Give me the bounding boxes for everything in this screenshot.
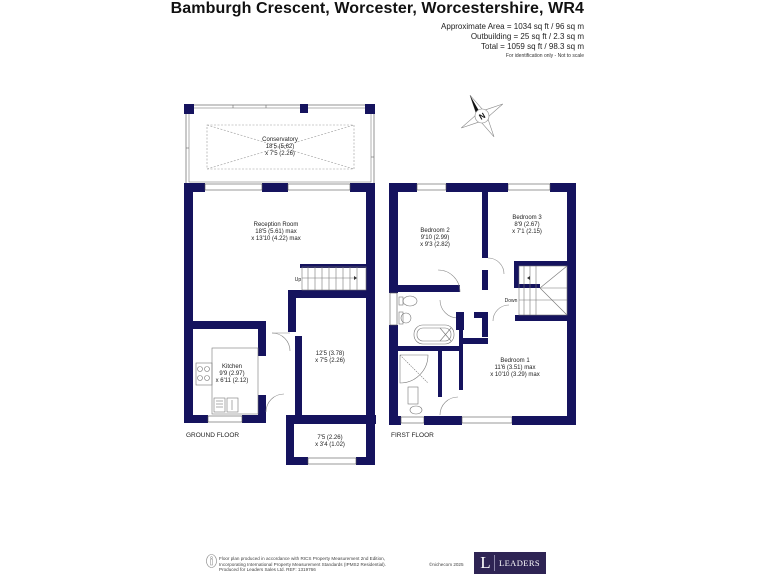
outbuilding-area: Outbuilding = 25 sq ft / 2.3 sq m: [470, 32, 584, 41]
svg-text:9'9 (2.97): 9'9 (2.97): [219, 371, 244, 377]
leaders-logo: L LEADERS: [474, 552, 546, 574]
leaders-logo-mark: L: [477, 554, 495, 571]
bathroom-fixtures: [398, 295, 455, 345]
rics-measurement-icon: [206, 554, 217, 568]
svg-text:x 7'5 (2.26): x 7'5 (2.26): [265, 151, 295, 157]
leaders-logo-word: LEADERS: [499, 558, 541, 568]
room-label-garage-store: 12'5 (3.78) x 7'5 (2.26): [315, 351, 345, 364]
svg-text:x 3'4 (1.02): x 3'4 (1.02): [315, 442, 345, 448]
measurement-disclaimer: Floor plan produced in accordance with R…: [219, 556, 386, 572]
room-label-bedroom-3: Bedroom 3 8'9 (2.67) x 7'1 (2.15): [512, 215, 542, 235]
stairs-down-label: Down: [505, 298, 518, 304]
scale-disclaimer: For identification only - Not to scale: [505, 53, 584, 59]
svg-text:x 10'10 (3.29) max: x 10'10 (3.29) max: [490, 372, 540, 378]
svg-text:Bedroom 3: Bedroom 3: [512, 215, 542, 221]
svg-text:12'5 (3.78): 12'5 (3.78): [316, 351, 345, 357]
stairs-up-label: Up: [295, 277, 302, 283]
room-label-bedroom-1: Bedroom 1 11'6 (3.51) max x 10'10 (3.29)…: [490, 358, 540, 378]
total-area: Total = 1059 sq ft / 98.3 sq m: [481, 42, 584, 51]
copyright-text: ©nichecom 2025: [429, 562, 464, 567]
svg-text:x 9'3 (2.82): x 9'3 (2.82): [420, 242, 450, 248]
svg-text:Kitchen: Kitchen: [222, 364, 242, 370]
svg-text:8'9 (2.67): 8'9 (2.67): [514, 222, 539, 228]
svg-text:Bedroom 1: Bedroom 1: [500, 358, 530, 364]
svg-text:Reception Room: Reception Room: [254, 222, 299, 228]
room-label-bedroom-2: Bedroom 2 9'10 (2.99) x 9'3 (2.82): [420, 228, 450, 248]
ground-floor-stairs: [301, 266, 367, 291]
svg-text:Conservatory: Conservatory: [262, 137, 298, 143]
outbuilding: [286, 415, 375, 465]
ensuite-fixtures: [399, 354, 459, 416]
room-label-reception: Reception Room 18'5 (5.61) max x 13'10 (…: [251, 222, 301, 242]
approximate-area: Approximate Area = 1034 sq ft / 96 sq m: [441, 22, 584, 31]
svg-text:x 6'11 (2.12): x 6'11 (2.12): [216, 378, 249, 384]
svg-text:18'5 (5.61) max: 18'5 (5.61) max: [255, 229, 297, 235]
svg-text:x 13'10 (4.22) max: x 13'10 (4.22) max: [251, 236, 301, 242]
first-floor-label: FIRST FLOOR: [391, 432, 434, 439]
svg-text:N: N: [477, 111, 487, 122]
svg-text:18'5 (5.62): 18'5 (5.62): [266, 144, 295, 150]
room-label-kitchen: Kitchen 9'9 (2.97) x 6'11 (2.12): [216, 364, 249, 384]
svg-text:x 7'1 (2.15): x 7'1 (2.15): [512, 229, 542, 235]
room-label-outbuilding: 7'5 (2.26) x 3'4 (1.02): [315, 435, 345, 448]
svg-text:7'5 (2.26): 7'5 (2.26): [317, 435, 342, 441]
svg-text:11'6 (3.51) max: 11'6 (3.51) max: [494, 365, 535, 371]
svg-text:Bedroom 2: Bedroom 2: [420, 228, 450, 234]
svg-text:x 7'5 (2.26): x 7'5 (2.26): [315, 358, 345, 364]
property-title: Bamburgh Crescent, Worcester, Worcesters…: [170, 0, 584, 17]
ground-floor-plan: Up: [184, 104, 376, 465]
first-floor-plan: Down: [389, 183, 576, 439]
north-arrow-compass-icon: N: [461, 95, 503, 137]
first-floor-stairs: [518, 265, 568, 316]
svg-text:9'10 (2.99): 9'10 (2.99): [421, 235, 450, 241]
room-label-conservatory: Conservatory 18'5 (5.62) x 7'5 (2.26): [262, 137, 298, 157]
ground-floor-label: GROUND FLOOR: [186, 432, 239, 439]
